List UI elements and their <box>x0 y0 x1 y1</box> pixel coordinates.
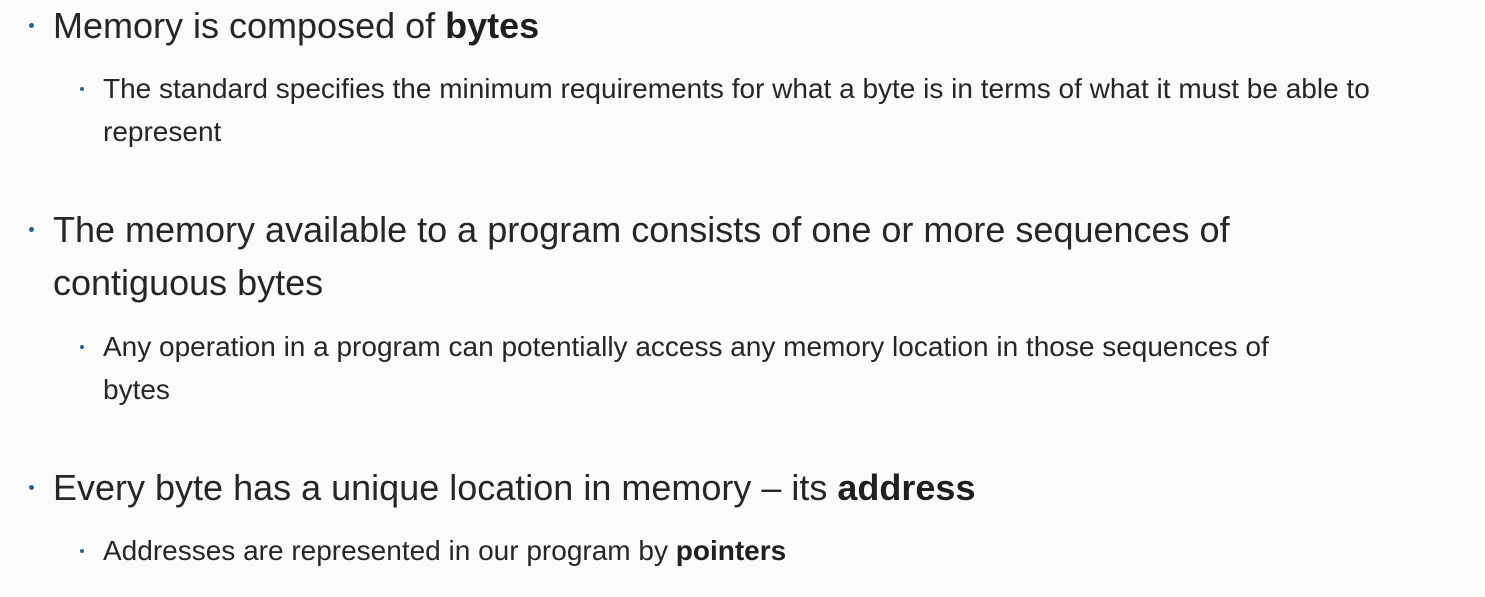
sub-bullet-text: Addresses are represented in our program… <box>103 535 676 566</box>
sub-bullet-pointers: Addresses are represented in our program… <box>80 529 1403 572</box>
bullet-dot-icon <box>80 549 84 553</box>
bullet-dot-icon <box>80 345 84 349</box>
bullet-text: The memory available to a program consis… <box>53 209 1230 303</box>
sub-bullet-memory-access: Any operation in a program can potential… <box>80 325 1283 411</box>
bullet-memory-sequences: The memory available to a program consis… <box>29 203 1333 309</box>
bullet-memory-bytes: Memory is composed of bytes <box>29 0 1383 52</box>
bullet-text: Memory is composed of <box>53 5 446 46</box>
bullet-dot-icon <box>29 485 34 490</box>
bullet-dot-icon <box>29 227 34 232</box>
bullet-text: Every byte has a unique location in memo… <box>53 467 838 508</box>
sub-bullet-text: Any operation in a program can potential… <box>103 331 1269 405</box>
bullet-emphasis: address <box>837 467 976 508</box>
bullet-dot-icon <box>29 23 34 28</box>
bullet-dot-icon <box>80 87 84 91</box>
bullet-byte-address: Every byte has a unique location in memo… <box>29 461 1383 514</box>
sub-bullet-text: The standard specifies the minimum requi… <box>103 73 1370 147</box>
sub-bullet-emphasis: pointers <box>675 535 787 566</box>
sub-bullet-byte-requirements: The standard specifies the minimum requi… <box>80 67 1403 153</box>
bullet-emphasis: bytes <box>445 5 540 46</box>
